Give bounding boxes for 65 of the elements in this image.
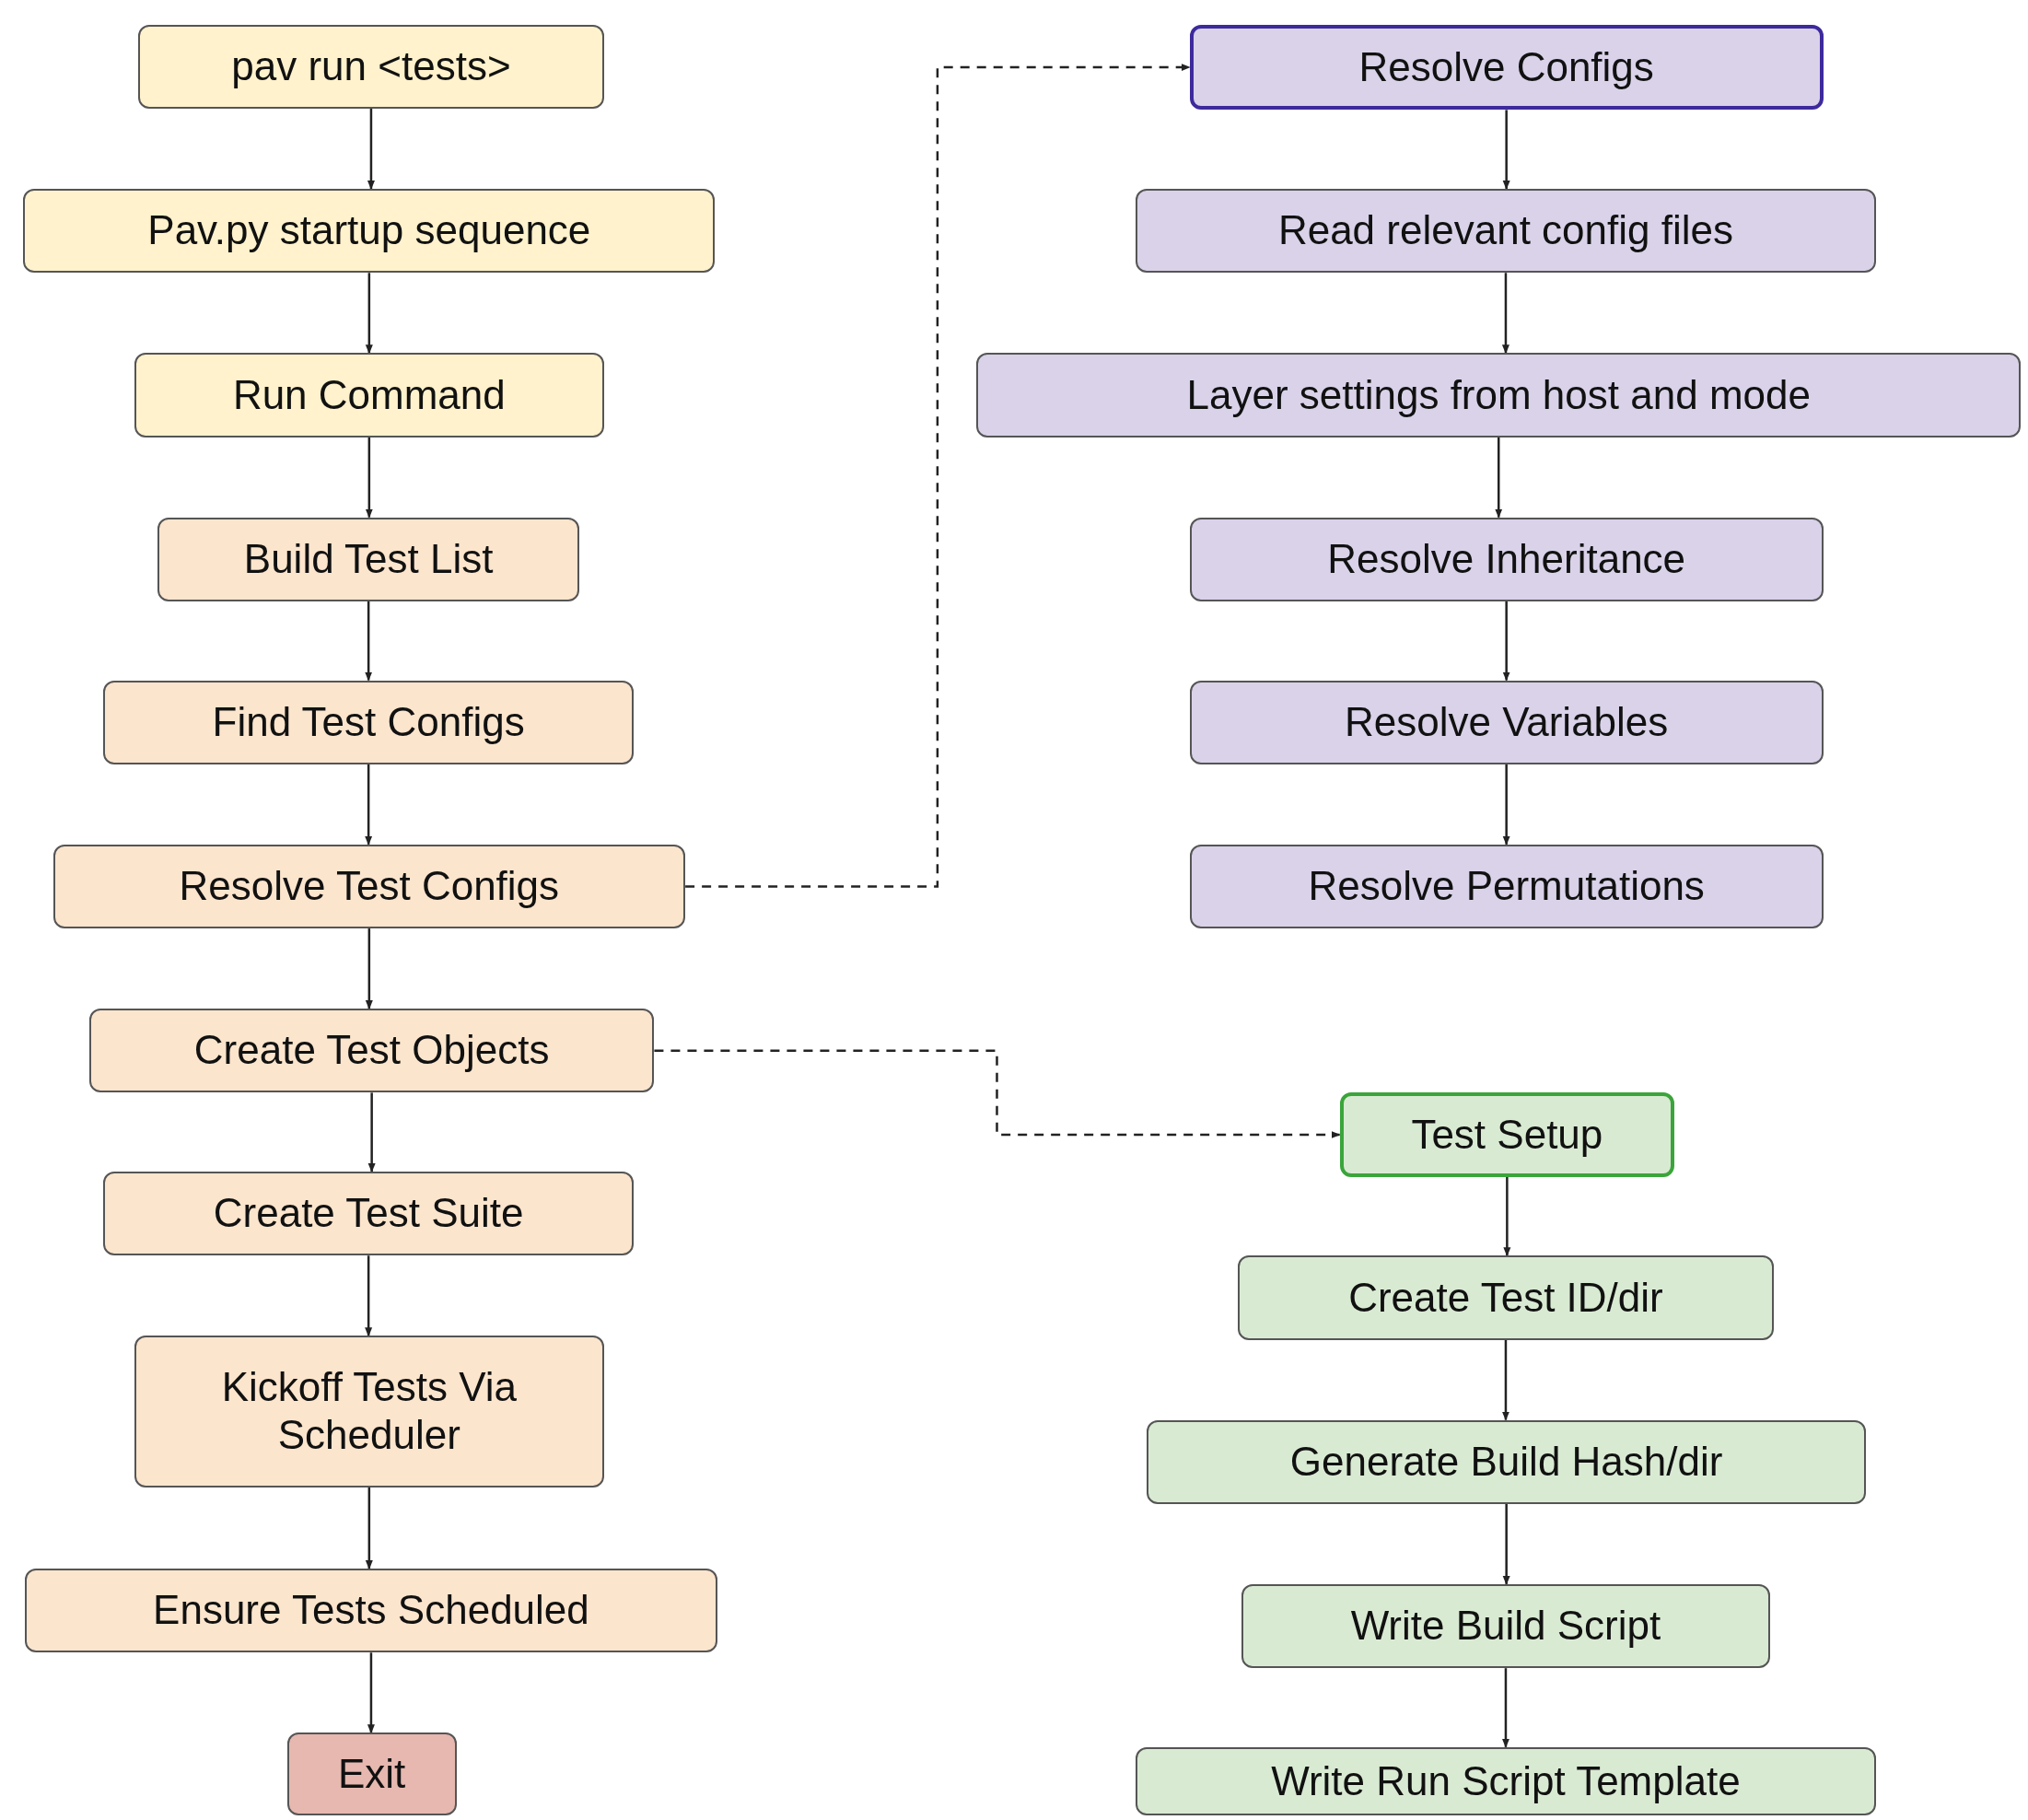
box-label: Resolve Variables: [1344, 697, 1669, 746]
box-label: Resolve Configs: [1358, 42, 1654, 91]
arrow: [1495, 437, 1503, 519]
box-label: Exit: [337, 1749, 406, 1798]
process-box: [286, 1732, 457, 1816]
arrow: [365, 764, 373, 846]
box-label: Test Setup: [1411, 1110, 1603, 1159]
process-box: [1189, 24, 1824, 111]
process-box: [1237, 1255, 1775, 1340]
box-label: Layer settings from host and mode: [1186, 370, 1811, 419]
box-label: Resolve Test Configs: [179, 862, 560, 910]
box-label: Find Test Configs: [212, 697, 525, 746]
arrow: [1502, 601, 1510, 682]
arrow: [367, 108, 375, 190]
process-box: [24, 1569, 718, 1653]
arrow: [365, 1487, 373, 1570]
process-box: [1189, 517, 1824, 601]
dashed-arrow: [685, 64, 1191, 888]
box-label: Generate Build Hash/dir: [1289, 1437, 1723, 1486]
arrow: [365, 437, 373, 519]
box-label: Ensure Tests Scheduled: [153, 1586, 589, 1635]
box-label: Create Test Suite: [213, 1189, 524, 1238]
arrow: [365, 273, 373, 355]
box-label: Resolve Permutations: [1308, 862, 1705, 910]
process-box: [1241, 1583, 1771, 1669]
process-box: [52, 844, 686, 929]
process-box: [1189, 680, 1824, 764]
dashed-arrow: [654, 1049, 1341, 1138]
box-label: Write Run Script Template: [1271, 1756, 1741, 1805]
arrow: [1502, 1503, 1510, 1585]
arrow: [367, 1652, 375, 1734]
box-label: Pav.py startup sequence: [147, 206, 591, 255]
process-box: [1135, 1746, 1877, 1816]
box-label: Resolve Inheritance: [1327, 534, 1686, 583]
process-box: [103, 680, 634, 764]
arrow: [1501, 273, 1509, 355]
process-box: [134, 353, 604, 438]
process-box: [138, 24, 604, 109]
arrow: [1502, 110, 1510, 190]
process-box: [1135, 188, 1877, 274]
box-label: pav run <tests>: [231, 41, 511, 90]
arrow: [1501, 1668, 1509, 1748]
process-box: [134, 1336, 604, 1488]
box-label: Build Test List: [243, 534, 494, 583]
box-label: Read relevant config files: [1277, 206, 1733, 255]
box-label: Create Test Objects: [193, 1026, 550, 1075]
box-label: Run Command: [232, 370, 506, 419]
process-box: [976, 353, 2022, 438]
process-box: [1189, 844, 1824, 929]
arrow: [367, 1092, 376, 1172]
process-box: [1147, 1419, 1866, 1504]
box-label: Kickoff Tests Via Scheduler: [220, 1362, 519, 1460]
process-box: [23, 188, 716, 274]
arrow: [365, 601, 373, 682]
process-box: [103, 1172, 634, 1256]
arrow: [1501, 1339, 1509, 1421]
process-box: [157, 517, 579, 601]
process-box: [88, 1009, 655, 1093]
arrow: [365, 928, 373, 1010]
process-box: [1339, 1092, 1675, 1177]
box-label: Create Test ID/dir: [1348, 1273, 1663, 1322]
arrow: [1502, 764, 1510, 846]
arrow: [365, 1255, 373, 1337]
box-label: Write Build Script: [1350, 1602, 1661, 1651]
arrow: [1503, 1176, 1511, 1257]
